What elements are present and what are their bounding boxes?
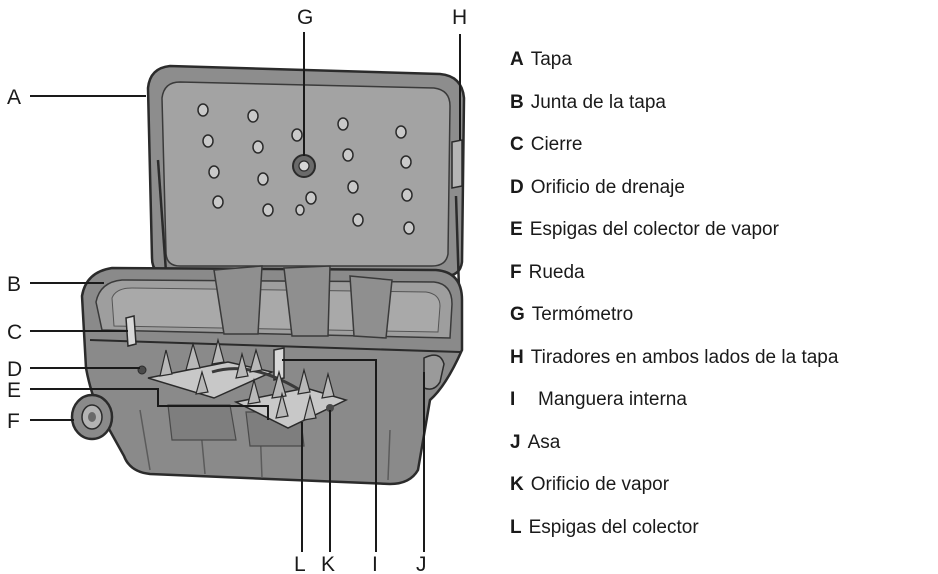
- legend-label: Asa: [527, 431, 561, 453]
- callout-letter-h: H: [452, 6, 467, 29]
- legend-item-c: C Cierre: [510, 131, 935, 174]
- legend-label: Cierre: [530, 134, 583, 155]
- legend-key: E: [510, 219, 523, 240]
- legend-key: F: [510, 261, 522, 283]
- legend-item-b: B Junta de la tapa: [510, 89, 935, 132]
- callout-letter-b: B: [7, 273, 21, 296]
- legend-key: D: [510, 176, 524, 198]
- lid-holes: [197, 103, 415, 235]
- cooler-body: [80, 265, 464, 486]
- legend-key: A: [510, 49, 524, 70]
- legend-item-i: I Manguera interna: [510, 386, 935, 429]
- legend-key: I: [510, 389, 516, 410]
- legend-label: Manguera interna: [538, 389, 687, 410]
- legend-key: L: [510, 516, 522, 538]
- legend-key: G: [510, 304, 525, 325]
- callout-letter-f: F: [7, 410, 20, 433]
- legend-item-d: D Orificio de drenaje: [510, 174, 935, 217]
- lid-handle: [451, 139, 463, 189]
- legend-label: Junta de la tapa: [530, 91, 666, 113]
- callout-letter-d: D: [7, 358, 22, 381]
- legend-label: Termómetro: [531, 304, 634, 325]
- callout-letter-i: I: [372, 553, 378, 574]
- callout-letters: A B C D E F G H L K I J: [7, 6, 467, 574]
- legend-label: Tapa: [530, 49, 572, 70]
- legend-key: B: [510, 91, 524, 113]
- legend-label: Orificio de drenaje: [530, 176, 685, 198]
- legend-label: Rueda: [528, 261, 585, 283]
- legend-label: Tiradores en ambos lados de la tapa: [530, 346, 839, 368]
- legend-key: C: [510, 134, 524, 155]
- callout-letter-a: A: [7, 86, 21, 109]
- legend-item-a: A Tapa: [510, 46, 935, 89]
- legend-label: Espigas del colector: [528, 516, 699, 538]
- legend-key: H: [510, 346, 524, 368]
- legend-item-h: H Tiradores en ambos lados de la tapa: [510, 344, 935, 387]
- callout-letter-l: L: [294, 553, 306, 574]
- parts-legend: A Tapa B Junta de la tapa C Cierre D Orifici…: [510, 46, 935, 556]
- callout-letter-k: K: [321, 553, 335, 574]
- callout-letter-e: E: [7, 379, 21, 402]
- legend-label: Espigas del colector de vapor: [529, 219, 779, 240]
- callout-letter-g: G: [297, 6, 313, 29]
- legend-item-l: L Espigas del colector: [510, 514, 935, 557]
- legend-item-f: F Rueda: [510, 259, 935, 302]
- latches: [125, 315, 285, 381]
- manifold-spikes: [159, 337, 335, 421]
- leader-lines: [30, 32, 461, 552]
- callout-letter-j: J: [416, 553, 427, 574]
- legend-label: Orificio de vapor: [530, 474, 670, 495]
- steam-cooler-diagram: A B C D E F G H L K I J: [7, 6, 467, 574]
- legend-key: K: [510, 474, 524, 495]
- wheel: [70, 393, 114, 441]
- handle-side: [423, 354, 445, 390]
- legend-item-k: K Orificio de vapor: [510, 471, 935, 514]
- legend-item-j: J Asa: [510, 429, 935, 472]
- legend-item-g: G Termómetro: [510, 301, 935, 344]
- callout-letter-c: C: [7, 321, 22, 344]
- thermometer: [292, 154, 316, 178]
- legend-item-e: E Espigas del colector de vapor: [510, 216, 935, 259]
- legend-key: J: [510, 431, 521, 453]
- steam-hole: [326, 404, 334, 412]
